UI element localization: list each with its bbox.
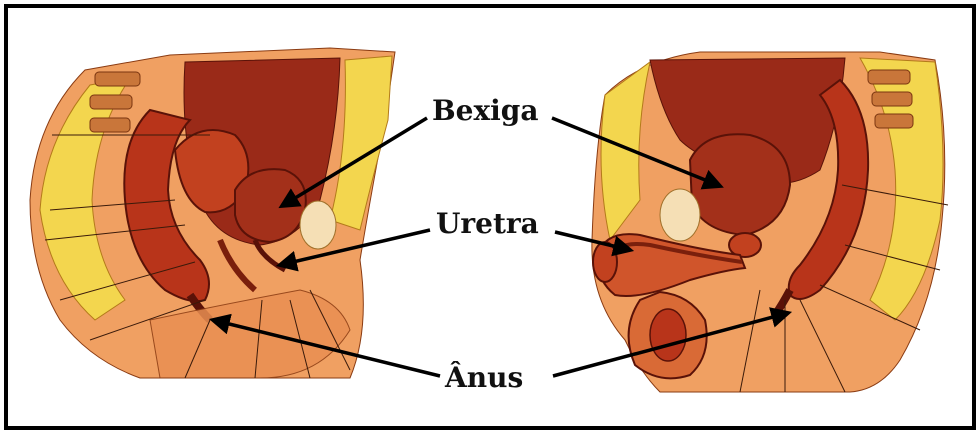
male-pelvis-section [592, 52, 948, 392]
female-pelvis-section [30, 48, 395, 378]
male-glans [593, 242, 617, 282]
male-pubic-bone [660, 189, 700, 241]
male-vertebrae [868, 70, 913, 128]
label-anus: Ânus [445, 361, 523, 394]
male-bladder [690, 134, 790, 235]
label-bladder: Bexiga [432, 94, 539, 127]
male-testis [650, 309, 686, 361]
label-urethra: Uretra [436, 207, 539, 240]
female-pubic-bone [300, 201, 336, 249]
